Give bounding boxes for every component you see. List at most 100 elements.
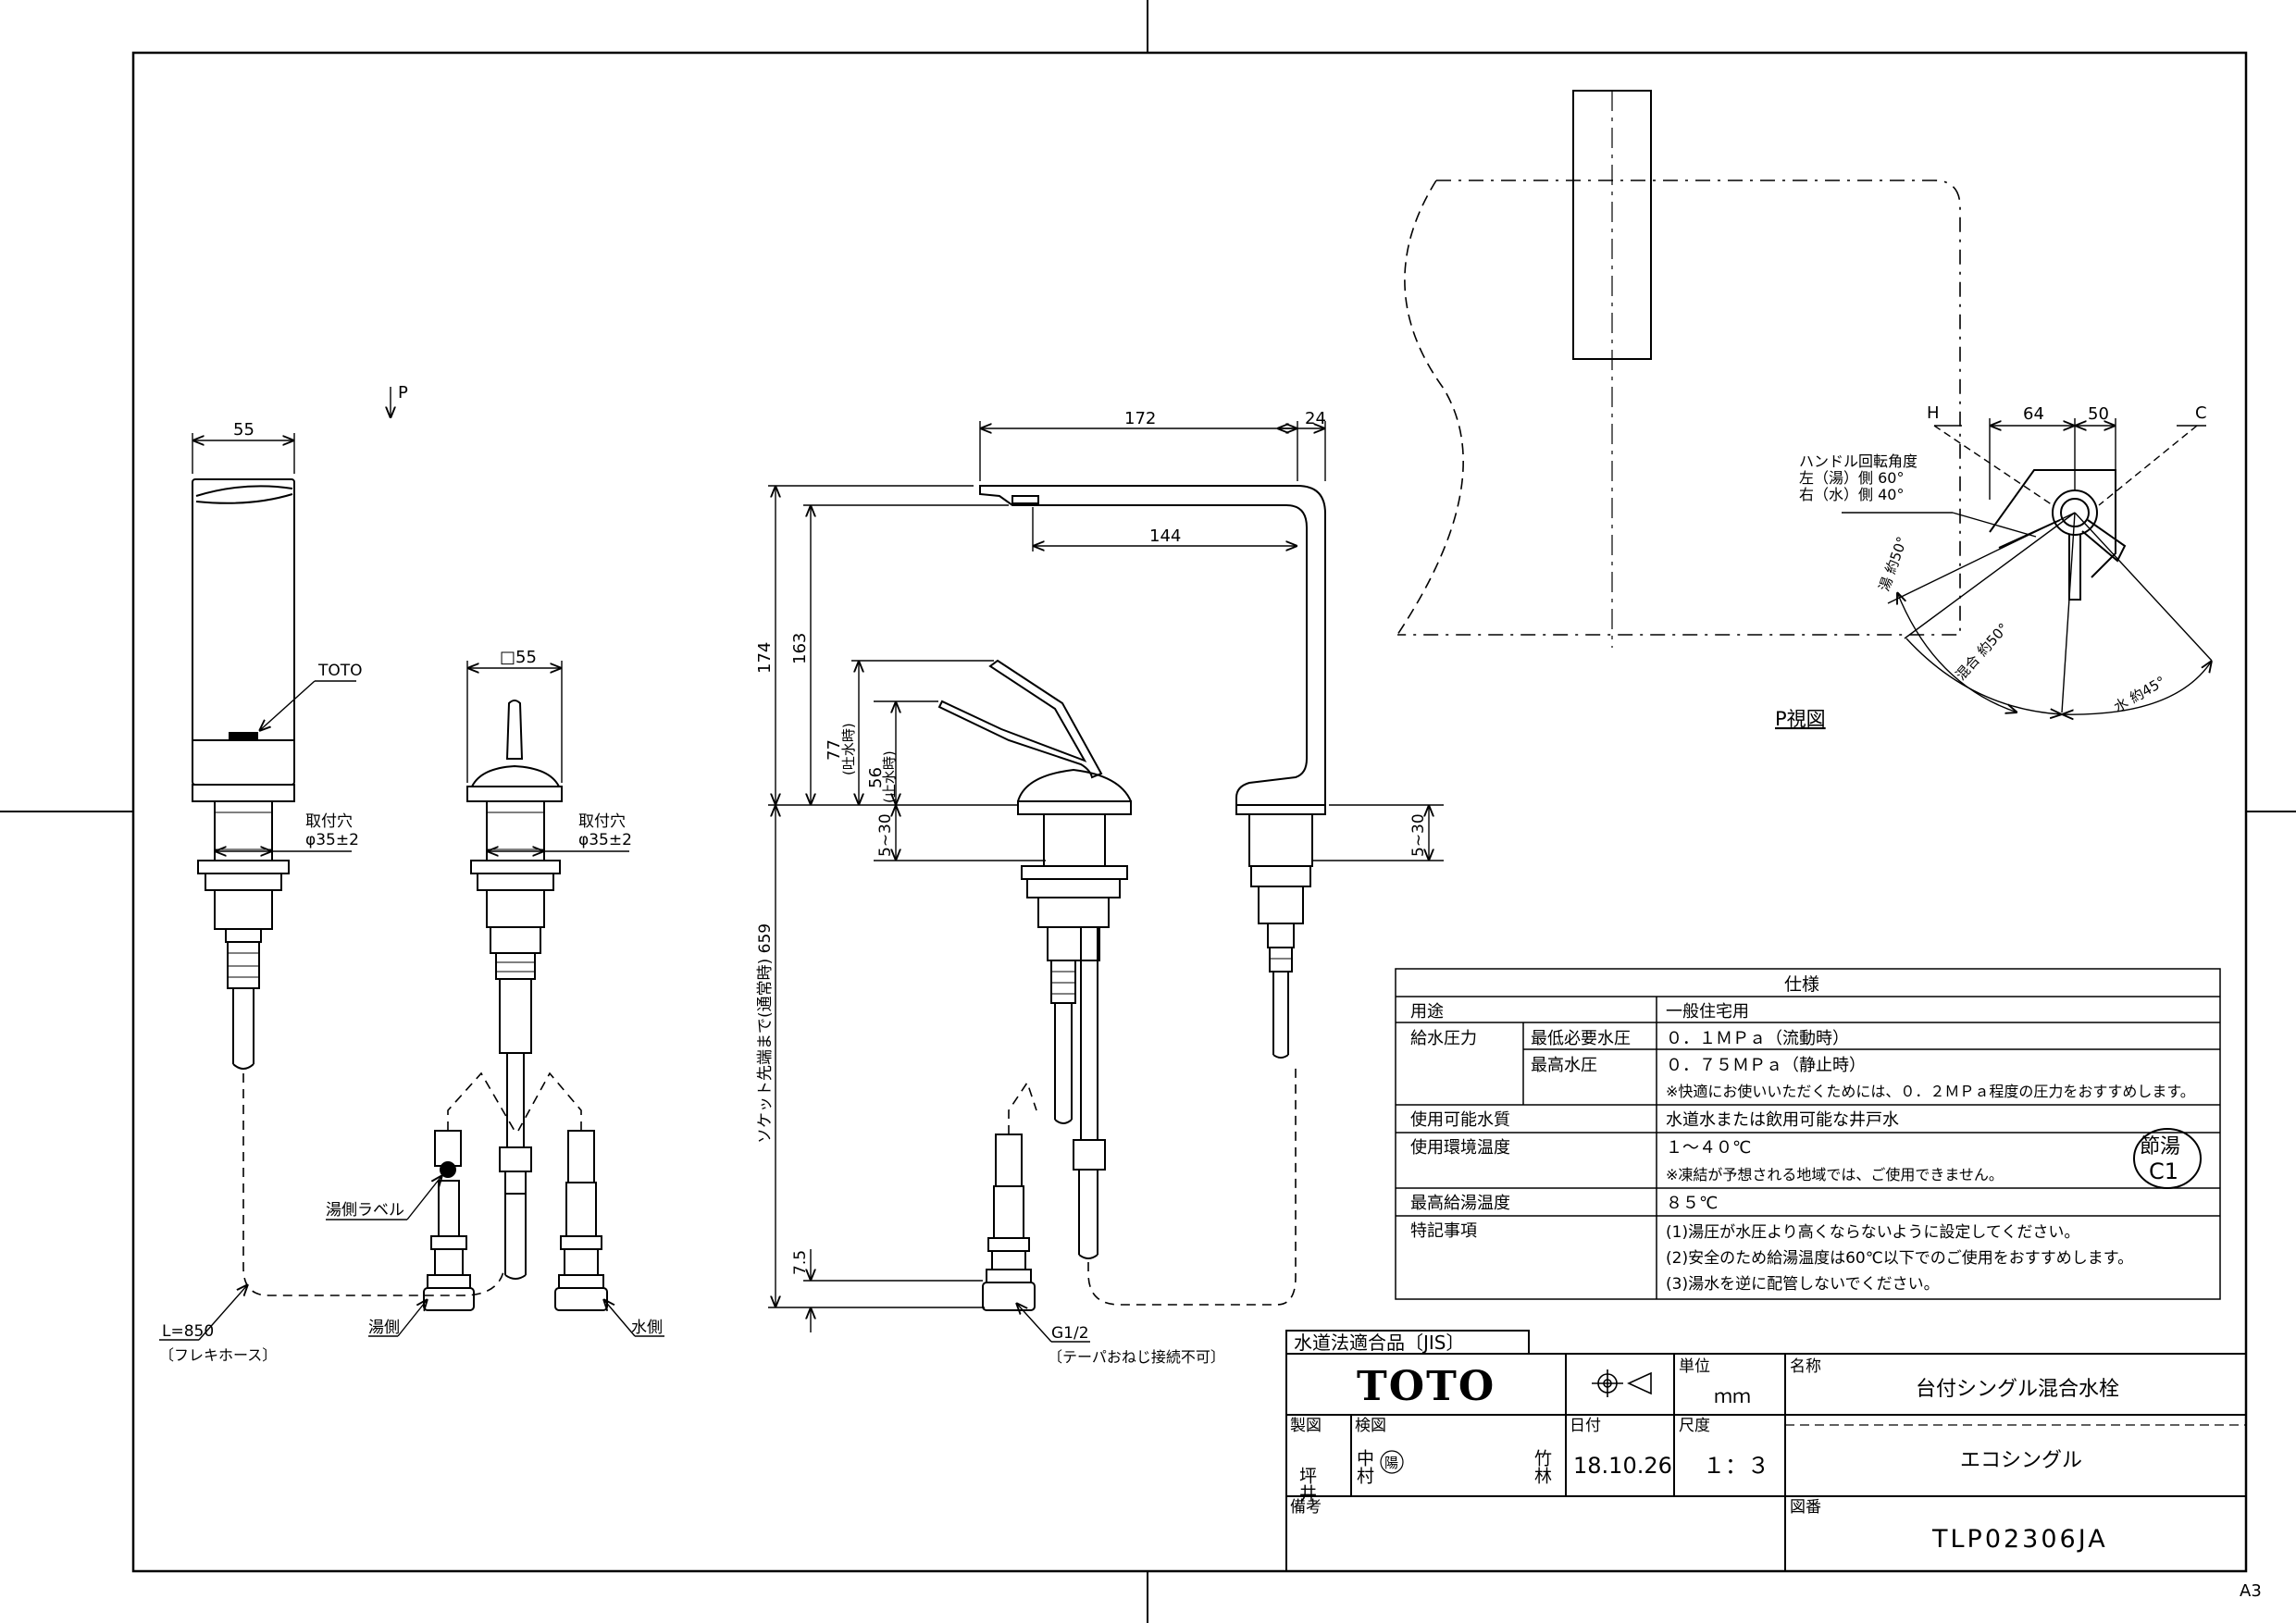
spec-row: 最高給湯温度 ８５℃	[1410, 1194, 1718, 1213]
dim-64: 64	[2023, 404, 2044, 424]
spec-note: ※快適にお使いいただくためには、０．２ＭＰａ程度の圧力をおすすめします。	[1666, 1083, 2195, 1100]
dim-50: 50	[2088, 404, 2109, 424]
setsuyu-grade: C1	[2149, 1158, 2178, 1184]
elevation-dimensions	[768, 421, 1444, 1343]
spec-row: ※快適にお使いいただくためには、０．２ＭＰａ程度の圧力をおすすめします。	[1666, 1083, 2195, 1100]
mix-angle-label: 混合 約50°	[1953, 620, 2012, 684]
title-block	[1285, 1330, 2247, 1572]
hot-side-label: 湯側	[368, 1319, 400, 1337]
spec-row: 用途 一般住宅用	[1410, 1002, 1749, 1022]
p-view-dimensions	[1842, 418, 2212, 714]
thread-note: 〔テーパおねじ接続不可〕	[1048, 1348, 1225, 1366]
spec-row: 使用可能水質 水道水または飲用可能な井戸水	[1410, 1110, 1899, 1130]
product-subname: エコシングル	[1960, 1449, 2082, 1472]
dim-56-note: (止水時)	[881, 750, 898, 803]
dim-77: 77	[825, 739, 844, 761]
toto-logo-leader	[259, 680, 356, 731]
drawn-label: 製図	[1290, 1417, 1322, 1435]
front-view	[192, 478, 505, 1296]
spec-label: 最高給湯温度	[1410, 1194, 1510, 1213]
toto-label-small: TOTO	[317, 662, 363, 680]
cold-side-label: 水側	[631, 1319, 663, 1337]
spec-note: ※凍結が予想される地域では、ご使用できません。	[1666, 1166, 2004, 1183]
drawing-number-label: 図番	[1790, 1498, 1821, 1517]
hot-side-label-tag: 湯側ラベル	[326, 1201, 404, 1220]
hose-length: L=850	[162, 1322, 214, 1341]
mount-hole-value-2: φ35±2	[578, 831, 632, 849]
setsuyu-c1-mark: 節湯 C1	[2133, 1128, 2202, 1189]
elevation-view	[937, 485, 1326, 1311]
third-angle-projection-icon	[1592, 1369, 1652, 1397]
unit-label: 単位	[1679, 1357, 1710, 1376]
spec-value: 一般住宅用	[1666, 1002, 1749, 1022]
spec-value: 水道水または飲用可能な井戸水	[1666, 1110, 1899, 1130]
dim-7-5: 7.5	[791, 1250, 810, 1275]
spec-sublabel: 最低必要水圧	[1531, 1029, 1631, 1048]
spec-label: 特記事項	[1410, 1221, 1477, 1241]
sheet-size: A3	[2240, 1581, 2262, 1601]
jis-compliance-label: 水道法適合品〔JIS〕	[1294, 1332, 1465, 1354]
date-label: 日付	[1570, 1417, 1601, 1435]
dim-55-front: 55	[233, 420, 254, 440]
front-dimension-55	[192, 433, 295, 474]
rotation-angle-left: 左（湯）側 60°	[1799, 469, 1904, 487]
dim-square-55: □55	[500, 648, 537, 667]
hot-angle-label: 湯 約50°	[1876, 535, 1911, 594]
drawn-by: 坪井	[1297, 1467, 1317, 1502]
hot-label-leader	[326, 1175, 664, 1337]
brand-logo: TOTO	[1357, 1363, 1496, 1410]
spec-value: (1)湯圧が水圧より高くならないように設定してください。	[1666, 1223, 2079, 1242]
spec-row: ※凍結が予想される地域では、ご使用できません。	[1666, 1166, 2004, 1183]
spec-label: 使用環境温度	[1410, 1138, 1510, 1158]
unit-value: ｍｍ	[1714, 1385, 1751, 1407]
spec-label: 使用可能水質	[1410, 1110, 1510, 1130]
spec-row: 特記事項 (1)湯圧が水圧より高くならないように設定してください。	[1410, 1221, 2079, 1242]
dim-5-30-right: 5~30	[1409, 813, 1428, 857]
drawing-number: TLP02306JA	[1931, 1525, 2108, 1554]
checked-by: 中村	[1354, 1449, 1374, 1484]
cold-marker-C: C	[2195, 403, 2207, 423]
mount-hole-label-1: 取付穴	[305, 812, 353, 831]
name-label: 名称	[1790, 1357, 1821, 1376]
approved-by: 竹林	[1532, 1449, 1552, 1484]
scale-label: 尺度	[1679, 1417, 1710, 1435]
spec-value: １～４０℃	[1666, 1138, 1751, 1158]
hot-marker-H: H	[1927, 403, 1940, 423]
cold-angle-label: 水 約45°	[2111, 673, 2168, 715]
spec-value: ０．１ＭＰａ（流動時）	[1666, 1029, 1849, 1048]
side-dimension-55	[466, 661, 563, 783]
mount-hole-value-1: φ35±2	[305, 831, 359, 849]
product-name: 台付シングル混合水栓	[1916, 1378, 2119, 1401]
spec-row: (3)湯水を逆に配管しないでください。	[1666, 1275, 1940, 1294]
view-title: P視図	[1775, 708, 1826, 730]
spec-row: 給水圧力 最低必要水圧 ０．１ＭＰａ（流動時）	[1410, 1029, 1849, 1048]
spec-row: 使用環境温度 １～４０℃	[1410, 1138, 1751, 1158]
p-view-label: P	[398, 383, 408, 403]
spec-label: 用途	[1410, 1002, 1444, 1022]
mount-hole-label-2: 取付穴	[578, 812, 626, 831]
dim-77-note: (吐水時)	[840, 723, 857, 775]
side-view	[423, 700, 608, 1311]
date-value: 18.10.26	[1573, 1453, 1672, 1479]
hose-name: 〔フレキホース〕	[159, 1346, 277, 1364]
rotation-angle-title: ハンドル回転角度	[1799, 452, 1917, 470]
setsuyu-label: 節湯	[2140, 1135, 2180, 1158]
spec-label: 給水圧力	[1410, 1029, 1477, 1048]
remarks-label: 備考	[1290, 1498, 1322, 1517]
checker-stamp: 陽	[1380, 1450, 1404, 1474]
spec-sublabel: 最高水圧	[1531, 1056, 1597, 1075]
spec-value: (2)安全のため給湯温度は60℃以下でのご使用をおすすめします。	[1666, 1248, 2133, 1268]
p-view	[1396, 90, 2127, 648]
dim-163: 163	[790, 633, 810, 664]
hose-leader	[159, 1284, 248, 1341]
dim-172: 172	[1124, 409, 1156, 428]
dim-5-30-left: 5~30	[876, 813, 895, 857]
checked-label: 検図	[1355, 1417, 1386, 1435]
thread-label: G1/2	[1051, 1324, 1089, 1343]
spec-table	[1395, 968, 2221, 1300]
scale-value: １：３	[1703, 1453, 1769, 1479]
spec-row: 最高水圧 ０．７５ＭＰａ（静止時）	[1531, 1056, 1866, 1075]
spec-value: ８５℃	[1666, 1194, 1718, 1213]
